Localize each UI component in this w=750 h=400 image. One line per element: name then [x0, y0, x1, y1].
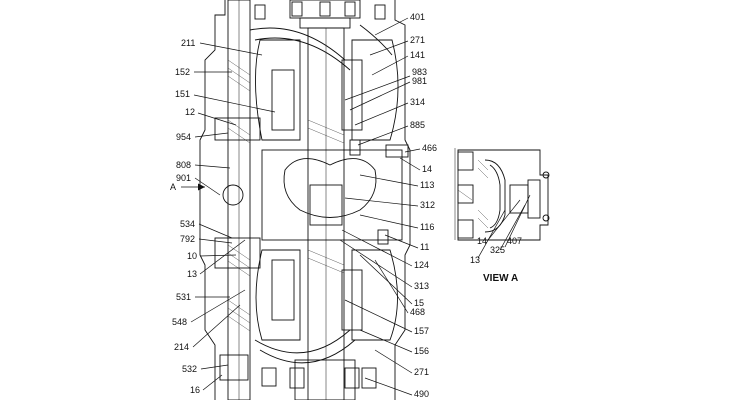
view-a-detail: 14 407 325 13 VIEW A — [454, 148, 550, 284]
callout-151: 151 — [175, 89, 190, 99]
callout-954: 954 — [176, 132, 191, 142]
callout-211: 211 — [181, 38, 195, 48]
callout-156: 156 — [414, 346, 429, 356]
callout-548: 548 — [172, 317, 187, 327]
callout-808: 808 — [176, 160, 191, 170]
callout-116: 116 — [420, 222, 434, 232]
view-a-caption: VIEW A — [483, 273, 518, 284]
callout-981: 981 — [412, 76, 427, 86]
arrow-a-label: A — [170, 182, 176, 192]
callout-13: 13 — [187, 269, 197, 279]
callout-141: 141 — [410, 50, 425, 60]
callout-157: 157 — [414, 326, 429, 336]
callout-312: 312 — [420, 200, 435, 210]
callout-490: 490 — [414, 389, 429, 399]
callout-14: 14 — [422, 164, 432, 174]
callout-11: 11 — [420, 242, 429, 252]
left-leader-lines — [190, 42, 276, 391]
callout-983: 983 — [412, 67, 427, 77]
callout-124: 124 — [414, 260, 429, 270]
callout-792: 792 — [180, 234, 195, 244]
callout-401: 401 — [410, 12, 425, 22]
left-callouts: 211 152 151 12 954 808 901 534 792 10 13… — [172, 38, 200, 395]
right-callouts: 401 271 141 983 981 314 885 466 14 113 3… — [410, 12, 437, 399]
callout-532: 532 — [182, 364, 197, 374]
view-a-callout-14: 14 — [477, 236, 487, 246]
pump-cross-section — [199, 0, 411, 400]
callout-901: 901 — [176, 173, 191, 183]
right-leader-lines — [339, 17, 421, 396]
callout-152: 152 — [175, 67, 190, 77]
view-a-callout-407: 407 — [507, 236, 522, 246]
section-arrow-a: A — [170, 182, 205, 192]
callout-466: 466 — [422, 143, 437, 153]
callout-468: 468 — [410, 307, 425, 317]
callout-15: 15 — [414, 298, 424, 308]
callout-313: 313 — [414, 281, 429, 291]
callout-10: 10 — [187, 251, 197, 261]
callout-16: 16 — [190, 385, 200, 395]
callout-271: 271 — [410, 35, 425, 45]
callout-214: 214 — [174, 342, 189, 352]
view-a-callout-325: 325 — [490, 245, 505, 255]
callout-314: 314 — [410, 97, 425, 107]
callout-271b: 271 — [414, 367, 429, 377]
view-a-callout-13: 13 — [470, 255, 480, 265]
callout-113: 113 — [420, 180, 434, 190]
callout-885: 885 — [410, 120, 425, 130]
callout-531: 531 — [176, 292, 191, 302]
callout-12: 12 — [185, 107, 195, 117]
callout-534: 534 — [180, 219, 195, 229]
